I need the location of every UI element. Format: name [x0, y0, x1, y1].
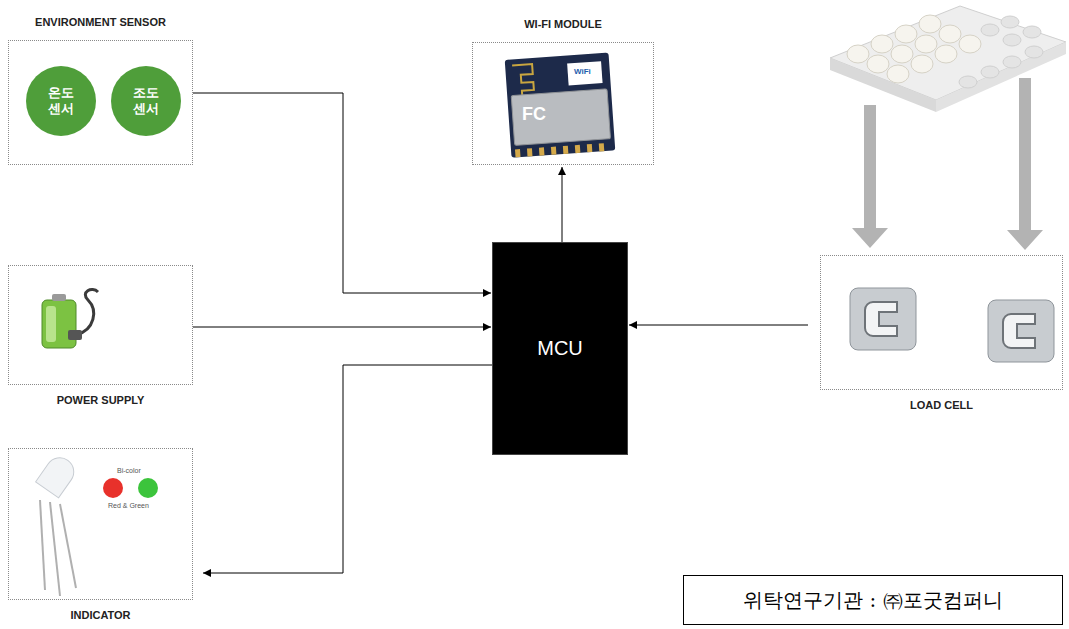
- connector-arrow: [629, 325, 808, 326]
- node-label: 온도 센서: [46, 85, 76, 118]
- indicator-box: INDICATOR: [8, 448, 193, 600]
- box-heading: LOAD CELL: [801, 399, 1069, 411]
- node-label: MCU: [537, 337, 583, 360]
- connector-arrow: [193, 327, 491, 328]
- led-caption: Red & Green: [108, 502, 149, 509]
- chip-text: WiFi: [574, 67, 591, 76]
- load-cell-icons: [850, 288, 1054, 362]
- wifi-module-box: WI-FI MODULE: [472, 42, 654, 165]
- load-cell-box: LOAD CELL: [820, 255, 1063, 390]
- press-arrows: [852, 78, 1043, 250]
- connector-arrow: [203, 365, 492, 573]
- box-heading: ENVIRONMENT SENSOR: [0, 16, 212, 28]
- box-heading: INDICATOR: [0, 609, 212, 621]
- node-label: 조도 센서: [131, 85, 161, 118]
- mcu-block: MCU: [492, 242, 628, 455]
- box-heading: WI-FI MODULE: [453, 18, 673, 30]
- sensor-circle: 조도 센서: [111, 66, 181, 136]
- box-heading: POWER SUPPLY: [0, 394, 212, 406]
- connector-arrow: [562, 167, 563, 242]
- chip-text: FC: [522, 104, 546, 125]
- sensor-circle: 온도 센서: [26, 66, 96, 136]
- battery-icon: [42, 290, 98, 348]
- power-supply-box: POWER SUPPLY: [8, 265, 193, 385]
- connector-arrow: [193, 93, 491, 293]
- wifi-chip: [505, 53, 616, 158]
- note-box: 위탁연구기관 : ㈜포굿컴퍼니: [683, 575, 1063, 625]
- node-label: 위탁연구기관 : ㈜포굿컴퍼니: [743, 587, 1002, 614]
- led-caption: Bi-color: [117, 467, 141, 474]
- sensor-group-box: ENVIRONMENT SENSOR온도 센서조도 센서: [8, 40, 193, 165]
- led-illustration: [36, 452, 158, 596]
